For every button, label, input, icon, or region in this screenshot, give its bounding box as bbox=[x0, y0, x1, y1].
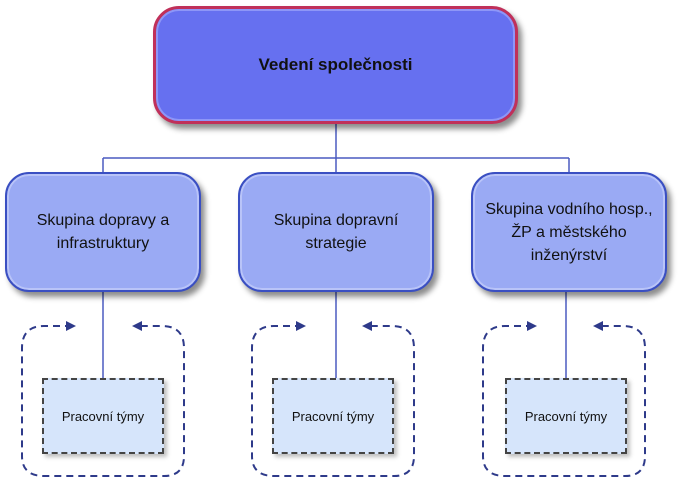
team-label: Pracovní týmy bbox=[61, 408, 145, 424]
team-node: Pracovní týmy bbox=[42, 378, 164, 454]
arrow-right-icon bbox=[527, 321, 537, 331]
group-label: Skupina vodního hosp., ŽP a městského in… bbox=[485, 200, 653, 264]
team-label: Pracovní týmy bbox=[291, 408, 375, 424]
group-label: Skupina dopravní strategie bbox=[273, 212, 399, 252]
team-node: Pracovní týmy bbox=[505, 378, 627, 454]
root-label: Vedení společnosti bbox=[258, 55, 413, 74]
feedback-loop-1 bbox=[21, 325, 185, 477]
arrow-left-icon bbox=[362, 321, 372, 331]
arrow-right-icon bbox=[296, 321, 306, 331]
group-node-strategy: Skupina dopravní strategie bbox=[238, 172, 434, 292]
group-node-water: Skupina vodního hosp., ŽP a městského in… bbox=[471, 172, 667, 292]
group-label: Skupina dopravy a infrastruktury bbox=[36, 212, 170, 252]
team-node: Pracovní týmy bbox=[272, 378, 394, 454]
root-node: Vedení společnosti bbox=[153, 6, 518, 124]
tree-connectors bbox=[102, 124, 570, 378]
arrow-left-icon bbox=[593, 321, 603, 331]
feedback-loop-3 bbox=[482, 325, 646, 477]
team-label: Pracovní týmy bbox=[524, 408, 608, 424]
arrow-left-icon bbox=[132, 321, 142, 331]
feedback-loop-2 bbox=[251, 325, 415, 477]
group-node-transport: Skupina dopravy a infrastruktury bbox=[5, 172, 201, 292]
arrow-right-icon bbox=[66, 321, 76, 331]
